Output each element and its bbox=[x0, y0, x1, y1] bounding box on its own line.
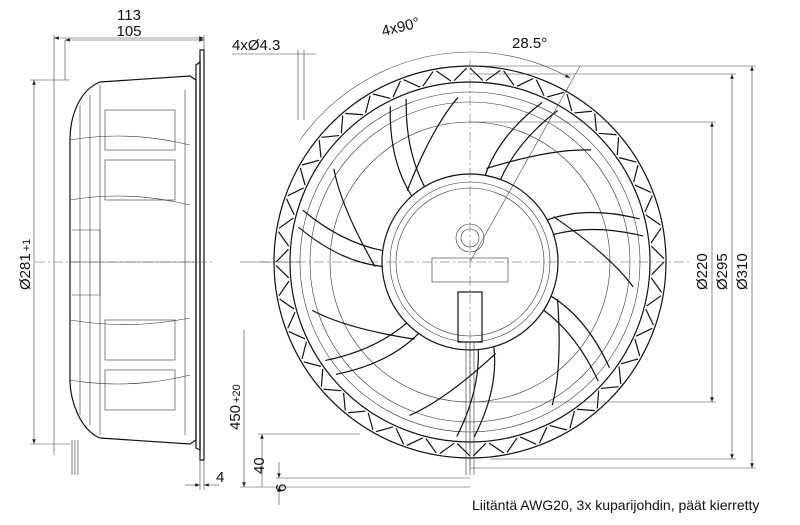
dim-6: 6 bbox=[273, 484, 290, 492]
dim-angle: 28.5° bbox=[512, 35, 547, 52]
fan-blade bbox=[543, 295, 610, 406]
svg-text:Ø281+1: Ø281+1 bbox=[17, 239, 34, 290]
fan-blade bbox=[298, 168, 383, 268]
front-view: 4xØ4.3 4x90° 28.5° Ø220 Ø295 Ø310 450+20 bbox=[227, 14, 756, 505]
ring-rib-pattern bbox=[275, 67, 665, 457]
svg-text:450+20: 450+20 bbox=[227, 384, 244, 430]
dim-holes: 4xØ4.3 bbox=[232, 37, 280, 54]
fan-blade bbox=[409, 346, 497, 438]
dim-hole-pattern: 4x90° bbox=[380, 14, 421, 40]
dim-flange: 4 bbox=[216, 469, 224, 486]
dim-cable-length: 450 bbox=[227, 405, 244, 430]
dim-cable-tolerance: +20 bbox=[231, 384, 243, 403]
ring-ribs bbox=[275, 67, 665, 457]
dim-width-overall: 113 bbox=[117, 7, 141, 24]
connection-note: Liitäntä AWG20, 3x kuparijohdin, päät ki… bbox=[472, 497, 759, 513]
fan-blade bbox=[547, 211, 644, 288]
dim-d-inner: Ø220 bbox=[694, 253, 711, 290]
fan-blade bbox=[311, 309, 420, 375]
dim-d-outer: Ø310 bbox=[734, 253, 751, 290]
side-view: 113 105 Ø281+1 bbox=[17, 7, 224, 490]
dim-diameter-tolerance: +1 bbox=[21, 239, 33, 252]
dim-d-mid: Ø295 bbox=[714, 253, 731, 290]
dim-diameter-side: Ø281 bbox=[17, 253, 34, 290]
hub-label bbox=[431, 257, 509, 283]
dim-40: 40 bbox=[251, 457, 268, 474]
fan-blades bbox=[298, 97, 644, 438]
fan-blade bbox=[389, 97, 459, 197]
fan-blade bbox=[484, 102, 592, 180]
hub-label-disc bbox=[455, 223, 485, 253]
dim-width-body: 105 bbox=[116, 23, 141, 40]
